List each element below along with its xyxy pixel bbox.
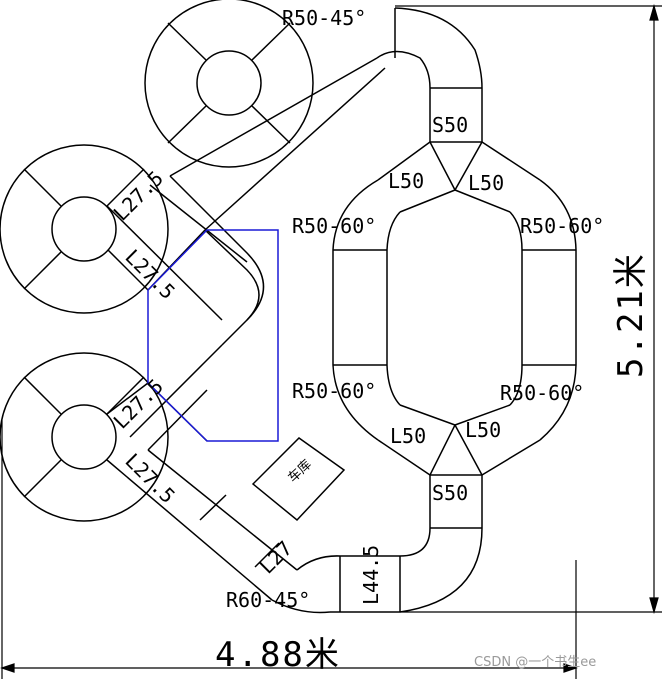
label-r50-60-lower-left: R50-60° [292,379,376,403]
highlight-region [147,229,279,442]
label-r50-60-upper-right: R50-60° [520,214,604,238]
label-l50-bottom-right: L50 [465,418,501,442]
dimension-width: 4.88米 [215,635,341,675]
garage-box [251,437,346,522]
label-l50-top-left: L50 [388,169,424,193]
label-l27-bottom: L27 [255,536,298,579]
label-l50-top-right: L50 [468,171,504,195]
watermark: CSDN @一个书生ee [474,655,596,670]
turntable-top [144,0,314,168]
label-l50-bottom-left: L50 [390,424,426,448]
label-garage: 车库 [285,456,315,485]
label-r50-60-lower-right: R50-60° [500,381,584,405]
label-l44-5: L44.5 [359,545,383,605]
label-s50-bottom: S50 [432,481,468,505]
dimension-lines [0,3,662,679]
dimension-height: 5.21米 [611,252,651,378]
turntable-bottom [0,352,169,522]
oval-loop [330,7,577,613]
track-labels: R50-45° S50 L50 L50 R50-60° R50-60° R50-… [109,6,605,612]
label-r60-45: R60-45° [226,588,310,612]
turntable-middle [0,144,169,314]
label-l27-5-b: L27.5 [120,245,180,305]
label-s50-top: S50 [432,113,468,137]
dimension-labels: 4.88米 5.21米 [215,252,651,675]
label-r50-45-top: R50-45° [282,6,366,30]
label-r50-60-upper-left: R50-60° [292,214,376,238]
